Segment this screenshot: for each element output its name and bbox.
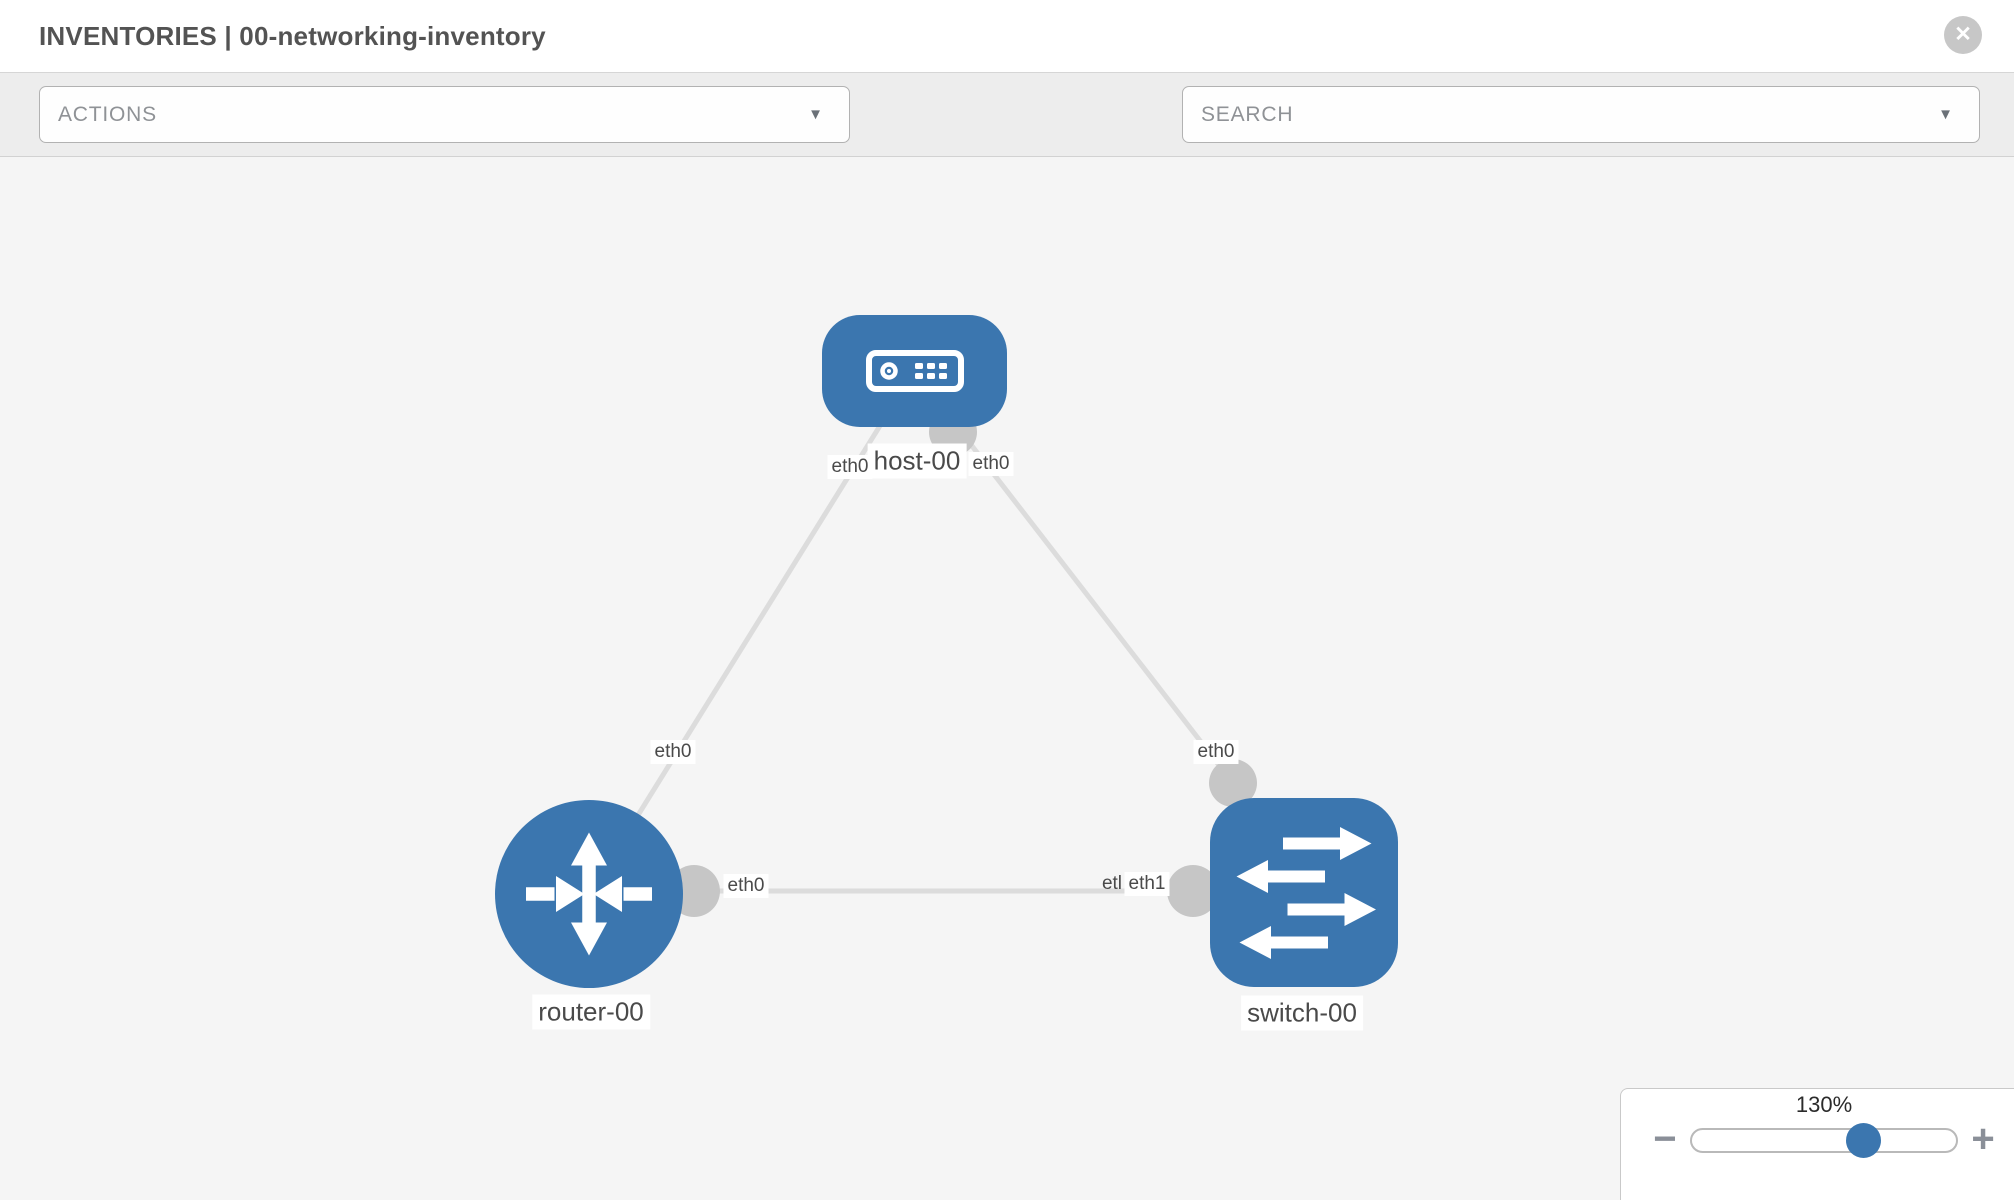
search-dropdown[interactable]: SEARCH ▼ (1182, 86, 1980, 143)
close-button[interactable]: ✕ (1944, 16, 1982, 54)
chevron-down-icon: ▼ (1938, 106, 1953, 123)
chevron-down-icon: ▼ (808, 106, 823, 123)
close-icon: ✕ (1954, 23, 1972, 46)
node-label-router: router-00 (532, 994, 650, 1030)
if-label-host-eth0-right: eth0 (968, 452, 1014, 476)
if-label-switch-eth0-top: eth0 (1193, 740, 1239, 764)
node-label-host: host-00 (867, 443, 967, 479)
port-switch-eth0 (1209, 759, 1257, 807)
node-host-00[interactable] (822, 315, 1007, 427)
actions-dropdown[interactable]: ACTIONS ▼ (39, 86, 850, 143)
page-header: INVENTORIES | 00-networking-inventory ✕ (0, 0, 2014, 73)
zoom-level: 130% (1795, 1092, 1853, 1117)
port-switch-eth1 (1167, 865, 1219, 917)
node-router-00[interactable] (495, 800, 683, 988)
if-label-host-eth0-left: eth0 (827, 455, 873, 479)
host-icon (865, 350, 964, 392)
zoom-out-button[interactable]: − (1645, 1107, 1685, 1171)
search-dropdown-label: SEARCH (1201, 103, 1294, 126)
zoom-panel: 130% − + (1620, 1088, 2014, 1200)
zoom-in-button[interactable]: + (1961, 1107, 2005, 1171)
node-label-switch: switch-00 (1241, 995, 1363, 1031)
topology-canvas[interactable]: host-00 router-00 switch-00 eth0 eth0 et… (0, 157, 2014, 1200)
toolbar: ACTIONS ▼ SEAR (0, 73, 2014, 210)
zoom-slider-thumb[interactable] (1846, 1123, 1881, 1158)
if-label-switch-overlap: etl (1101, 873, 1123, 894)
plus-icon: + (1971, 1117, 1995, 1161)
switch-icon (1236, 826, 1376, 959)
if-label-switch-eth1: eth1 (1124, 872, 1170, 896)
if-label-router-eth0-right: eth0 (723, 874, 769, 898)
page-title: INVENTORIES | 00-networking-inventory (39, 21, 546, 51)
minus-icon: − (1653, 1117, 1677, 1161)
router-icon (526, 832, 652, 956)
zoom-slider[interactable] (1690, 1123, 1958, 1158)
links-layer (586, 369, 1304, 917)
node-switch-00[interactable] (1210, 798, 1398, 987)
actions-dropdown-label: ACTIONS (58, 103, 157, 126)
if-label-router-eth0-top: eth0 (650, 740, 696, 764)
